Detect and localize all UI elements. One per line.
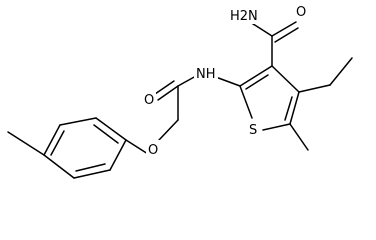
molecule-structure-diagram: H2N O NH O S O (7, 5, 353, 179)
bond-nh-carbonyl (177, 75, 197, 87)
bond-carbonyl-nh2 (249, 21, 273, 37)
bond-ar3-ar4-inner (50, 130, 65, 156)
bond-carbonyl-o-left-double (154, 80, 175, 95)
ether-oxygen-label: O (148, 143, 158, 158)
bond-ar2-ar3 (59, 117, 97, 126)
bond-ether-o-ring (125, 139, 149, 155)
amide-nh-label: NH (196, 67, 216, 82)
amide-nh2-label: H2N (230, 9, 258, 24)
thiophene-sulfur-label: S (249, 123, 257, 138)
bond-ch2-ch3 (329, 57, 353, 86)
bond-c5-methyl (289, 123, 309, 151)
bond-carbonyl-o-double (274, 27, 299, 43)
bond-ar4-ar5 (43, 154, 75, 179)
carbonyl-oxygen-left-label: O (144, 93, 154, 108)
bond-carbonyl-o-left (157, 85, 179, 101)
bond-ar6-ar1 (109, 139, 127, 171)
bond-ch2-ether-o (158, 119, 179, 141)
bond-c3-c2-inner (245, 74, 269, 90)
bond-s-c5 (262, 123, 291, 131)
bond-ar5-ar6-inner (75, 163, 106, 172)
bond-c2-s (239, 85, 253, 119)
bond-c3-c2 (239, 65, 273, 87)
bond-c4-c5 (289, 91, 300, 125)
bond-c3-c4 (271, 65, 300, 93)
bond-carbonyl-o (271, 21, 297, 37)
carbonyl-oxygen-top-label: O (296, 5, 306, 20)
bond-ar3-ar4 (43, 124, 61, 156)
bond-ar1-ar2 (95, 117, 127, 141)
bond-ar1-ar2-inner (93, 124, 119, 144)
bond-c4-c5-inner (284, 96, 293, 121)
bond-ar5-ar6 (73, 169, 111, 179)
bond-c4-ch2 (298, 84, 331, 93)
bond-ar4-methyl (7, 131, 45, 156)
